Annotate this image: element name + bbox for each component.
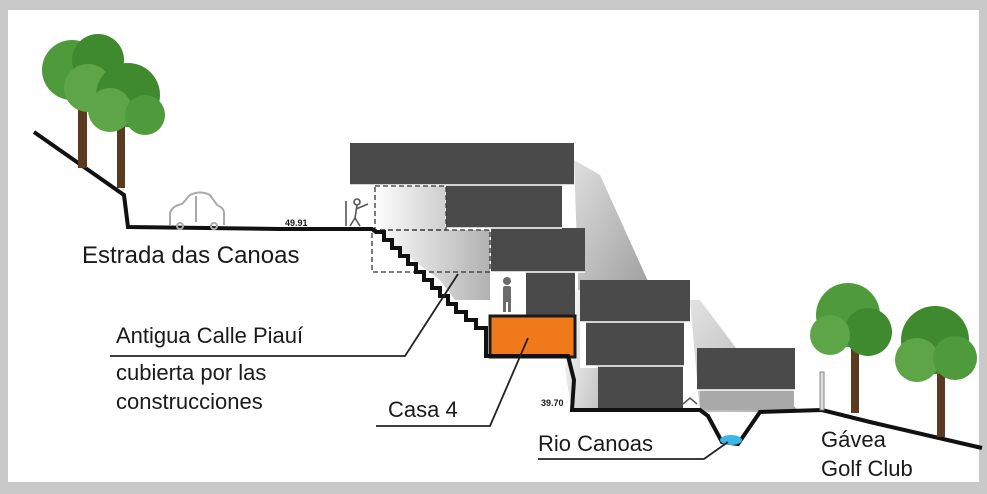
stair-detail bbox=[682, 397, 698, 405]
block-8 bbox=[697, 348, 795, 390]
tree-icon bbox=[88, 63, 165, 188]
casa-4-label: Casa 4 bbox=[388, 397, 458, 422]
leader-river bbox=[538, 441, 729, 460]
river-water bbox=[720, 435, 742, 445]
block-1 bbox=[350, 143, 574, 185]
tree-icon bbox=[895, 306, 977, 437]
old-street-label-line3: construcciones bbox=[116, 389, 263, 414]
golf-label-line2: Golf Club bbox=[821, 456, 913, 481]
pedestrian-icon bbox=[345, 198, 369, 227]
block-3 bbox=[491, 228, 585, 272]
river-label: Rio Canoas bbox=[538, 431, 653, 456]
car-icon bbox=[169, 191, 225, 230]
block-6 bbox=[586, 322, 684, 366]
block-8-base bbox=[700, 390, 794, 410]
leader-casa-4 bbox=[376, 337, 529, 427]
block-5 bbox=[580, 280, 690, 322]
shadow-under-top-block bbox=[372, 183, 490, 300]
post-icon bbox=[819, 371, 825, 411]
shadow-projection-upper bbox=[574, 160, 652, 290]
terrain-line bbox=[32, 130, 983, 450]
tree-icon bbox=[810, 283, 892, 413]
leader-lines bbox=[110, 273, 729, 460]
block-7 bbox=[598, 366, 683, 410]
road-label: Estrada das Canoas bbox=[82, 242, 299, 269]
elevation-top-label: 49.91 bbox=[285, 218, 308, 228]
old-street-label-line1: Antigua Calle Piauí bbox=[116, 323, 303, 348]
casa-4-block bbox=[488, 314, 577, 359]
old-street-outline bbox=[371, 185, 491, 273]
tree-icon bbox=[42, 34, 124, 168]
elevation-bottom-label: 39.70 bbox=[541, 398, 564, 408]
block-4 bbox=[526, 272, 575, 316]
leader-old-street bbox=[110, 273, 459, 357]
person-icon bbox=[503, 277, 511, 312]
block-2 bbox=[446, 185, 562, 228]
golf-label-line1: Gávea bbox=[821, 427, 887, 452]
old-street-label-line2: cubierta por las bbox=[116, 360, 266, 385]
building-blocks bbox=[350, 143, 795, 410]
